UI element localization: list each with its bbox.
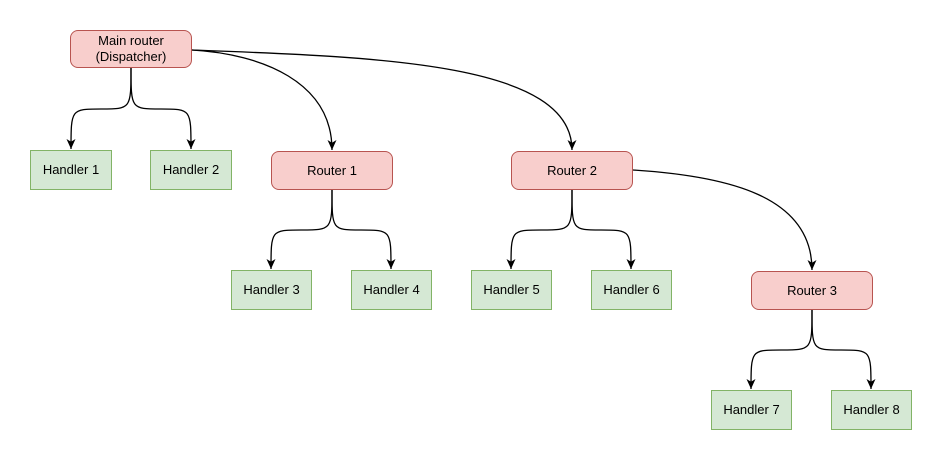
node-router-3-label: Router 3	[787, 282, 837, 298]
node-handler-7: Handler 7	[711, 390, 792, 430]
node-handler-6: Handler 6	[591, 270, 672, 310]
node-router-2: Router 2	[511, 151, 633, 190]
edge-router-2-to-handler-6	[571, 189, 636, 270]
node-router-1-label: Router 1	[307, 162, 357, 178]
node-handler-8: Handler 8	[831, 390, 912, 430]
node-handler-1: Handler 1	[30, 150, 112, 190]
node-router-3: Router 3	[751, 271, 873, 310]
node-handler-5-label: Handler 5	[483, 282, 540, 297]
node-handler-2: Handler 2	[150, 150, 232, 190]
edge-router-1-to-handler-3	[266, 189, 333, 270]
node-handler-3-label: Handler 3	[243, 282, 300, 297]
edge-router-3-to-handler-8	[811, 309, 876, 390]
node-router-2-label: Router 2	[547, 162, 597, 178]
node-main-router-label-line1: Main router	[98, 33, 164, 48]
node-handler-4-label: Handler 4	[363, 282, 420, 297]
edge-router-2-to-router-3	[632, 169, 817, 271]
node-main-router-label-line2: (Dispatcher)	[95, 49, 167, 64]
edge-router-2-to-handler-5	[506, 189, 573, 270]
node-handler-2-label: Handler 2	[162, 162, 220, 177]
node-handler-3: Handler 3	[231, 270, 312, 310]
node-main-router: Main router (Dispatcher)	[70, 30, 192, 68]
edge-main-router-to-router-1	[191, 49, 337, 151]
edge-main-router-to-handler-1	[66, 67, 132, 150]
edge-main-router-to-router-2	[191, 49, 577, 151]
edge-router-3-to-handler-7	[746, 309, 813, 390]
node-router-1: Router 1	[271, 151, 393, 190]
node-handler-5: Handler 5	[471, 270, 552, 310]
node-handler-1-label: Handler 1	[42, 162, 100, 177]
node-handler-6-label: Handler 6	[603, 282, 660, 297]
edge-router-1-to-handler-4	[331, 189, 396, 270]
node-handler-4: Handler 4	[351, 270, 432, 310]
edge-main-router-to-handler-2	[130, 67, 196, 150]
node-handler-8-label: Handler 8	[843, 402, 900, 417]
node-handler-7-label: Handler 7	[723, 402, 780, 417]
